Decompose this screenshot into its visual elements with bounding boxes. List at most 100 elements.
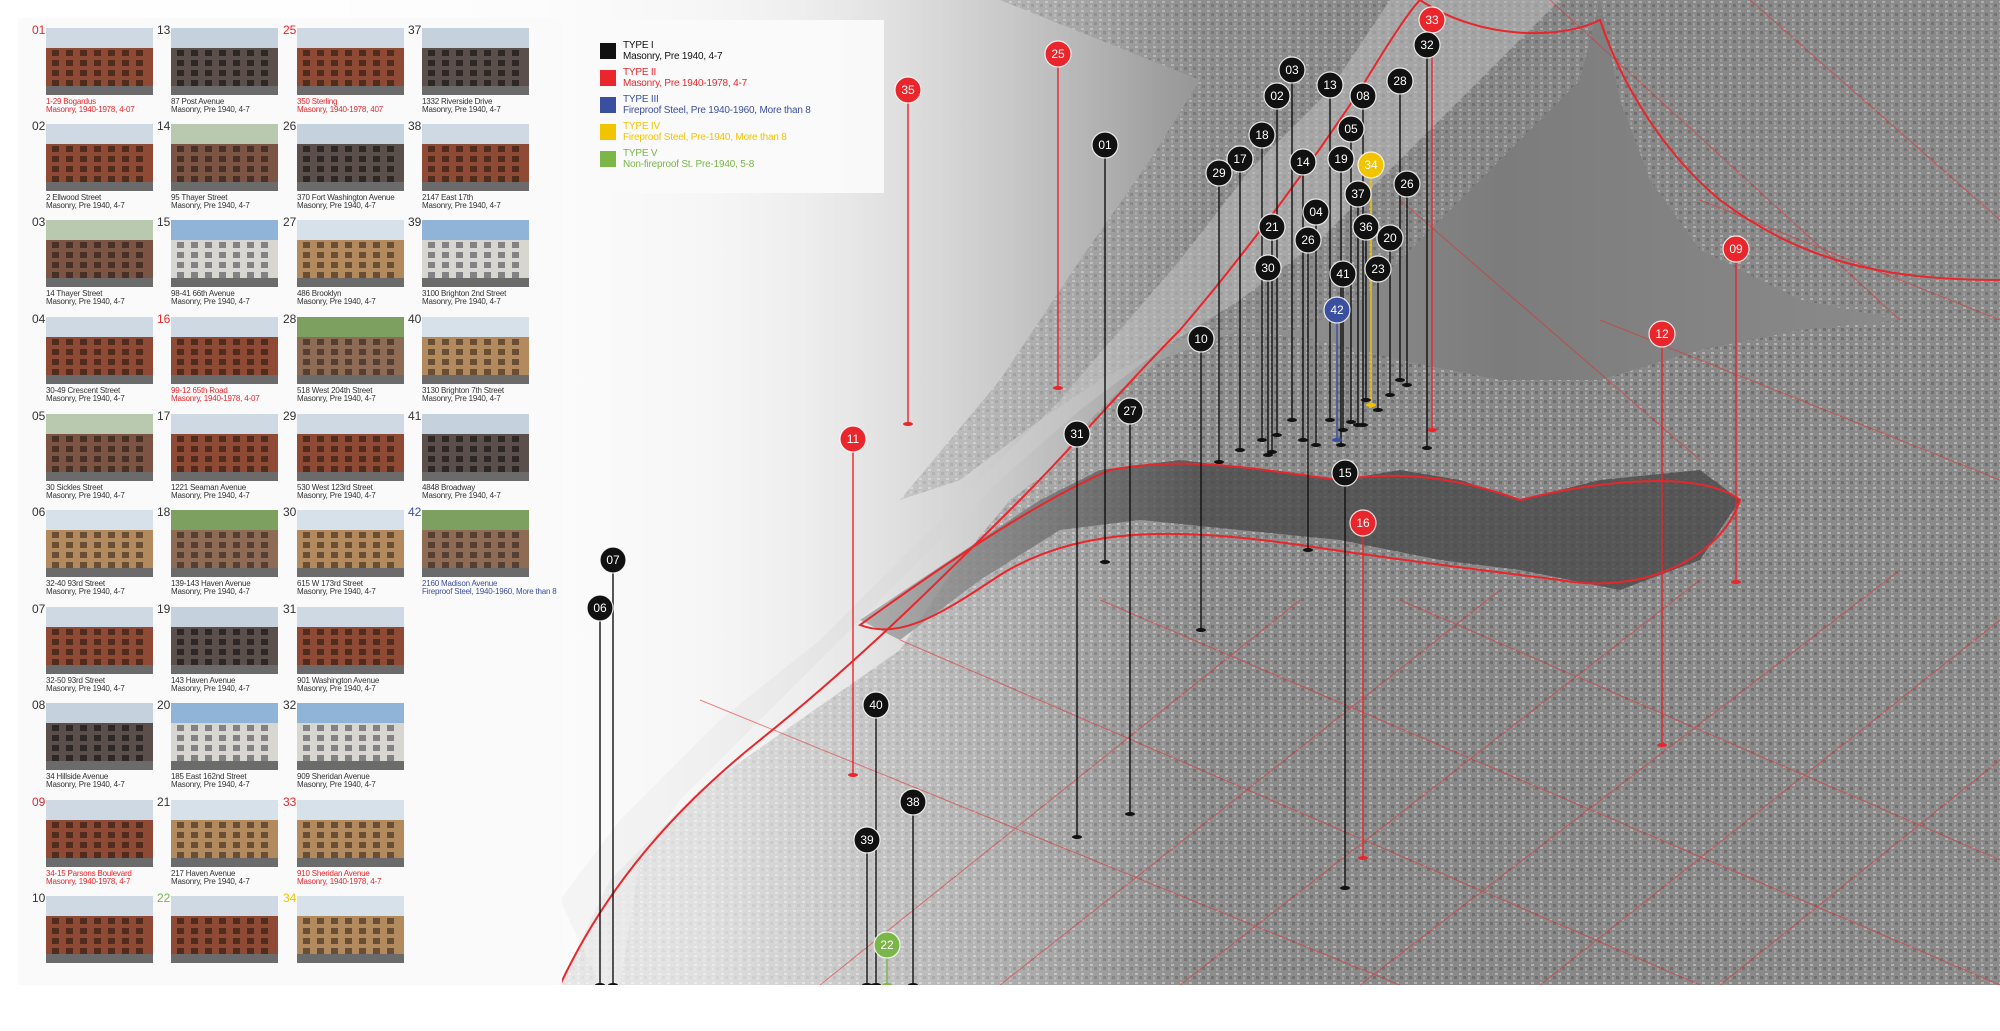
map-pin[interactable]: 09 xyxy=(1722,235,1750,584)
map-pin[interactable]: 16 xyxy=(1349,509,1377,860)
map-pin[interactable]: 23 xyxy=(1364,255,1392,412)
map-pin-marker[interactable] xyxy=(1393,170,1421,198)
map-pin-marker[interactable] xyxy=(1254,254,1282,282)
map-pin-marker[interactable] xyxy=(873,931,901,959)
map-pin-marker[interactable] xyxy=(899,788,927,816)
map-pin[interactable]: 15 xyxy=(1331,459,1359,890)
map-pin[interactable]: 31 xyxy=(1063,420,1091,839)
map-pin-marker[interactable] xyxy=(853,826,881,854)
map-pin-marker[interactable] xyxy=(599,546,627,574)
map-pin-marker[interactable] xyxy=(862,691,890,719)
catalog-entry[interactable]: 34 xyxy=(283,892,407,988)
map-pin-marker[interactable] xyxy=(1063,420,1091,448)
map-pin-marker[interactable] xyxy=(586,594,614,622)
map-pin[interactable]: 32 xyxy=(1413,31,1441,450)
map-pin[interactable]: 11 xyxy=(839,425,867,777)
map-pin[interactable]: 06 xyxy=(586,594,614,985)
map-pin[interactable]: 26 xyxy=(1294,226,1322,552)
map-pin-marker[interactable] xyxy=(1116,397,1144,425)
map-pin[interactable]: 36 xyxy=(1352,213,1380,402)
map-pin-marker[interactable] xyxy=(1329,260,1357,288)
map-pin-marker[interactable] xyxy=(1294,226,1322,254)
map-pin-marker[interactable] xyxy=(894,76,922,104)
map-pin[interactable]: 08 xyxy=(1349,82,1377,427)
map-pin[interactable]: 22 xyxy=(873,931,901,985)
map-pin-marker[interactable] xyxy=(1316,71,1344,99)
map-pin[interactable]: 35 xyxy=(894,76,922,426)
map-pin-marker[interactable] xyxy=(1205,159,1233,187)
map-pin[interactable]: 42 xyxy=(1323,296,1351,442)
map-pin[interactable]: 03 xyxy=(1278,56,1306,422)
map-pin-marker[interactable] xyxy=(1722,235,1750,263)
map-pin-marker[interactable] xyxy=(1289,148,1317,176)
map-pin[interactable]: 18 xyxy=(1248,121,1276,442)
map-pin-marker[interactable] xyxy=(1376,224,1404,252)
map-pin[interactable]: 33 xyxy=(1418,6,1446,432)
map-pin[interactable]: 17 xyxy=(1226,145,1254,452)
map-pin-marker[interactable] xyxy=(1091,131,1119,159)
map-pin-marker[interactable] xyxy=(1258,213,1286,241)
map-pin-marker[interactable] xyxy=(1248,121,1276,149)
map-pin-marker[interactable] xyxy=(1344,180,1372,208)
map-pin-marker[interactable] xyxy=(1648,320,1676,348)
map-pin[interactable]: 01 xyxy=(1091,131,1119,564)
map-pin-marker[interactable] xyxy=(1278,56,1306,84)
map-pin-marker[interactable] xyxy=(1349,509,1377,537)
catalog-entry[interactable]: 22 xyxy=(157,892,281,988)
map-pin-marker[interactable] xyxy=(1364,255,1392,283)
map-pin-marker[interactable] xyxy=(1044,40,1072,68)
map-pin[interactable]: 07 xyxy=(599,546,627,985)
map-pin-marker[interactable] xyxy=(1263,82,1291,110)
map-pin-marker[interactable] xyxy=(1302,198,1330,226)
map-pin[interactable]: 41 xyxy=(1329,260,1357,432)
map-pin-marker[interactable] xyxy=(1386,67,1414,95)
map-pin[interactable]: 34 xyxy=(1357,151,1385,407)
map-pin[interactable]: 29 xyxy=(1205,159,1233,464)
map-pin-marker[interactable] xyxy=(1323,296,1351,324)
map-pin-marker[interactable] xyxy=(1226,145,1254,173)
map-pin[interactable]: 21 xyxy=(1258,213,1286,454)
map-pin[interactable]: 39 xyxy=(853,826,881,985)
map-pin[interactable]: 27 xyxy=(1116,397,1144,816)
map-pin[interactable]: 38 xyxy=(899,788,927,985)
map-pin[interactable]: 37 xyxy=(1344,180,1372,427)
map-pin-marker[interactable] xyxy=(1352,213,1380,241)
map-pin[interactable]: 25 xyxy=(1044,40,1072,390)
map-pin[interactable]: 13 xyxy=(1316,71,1344,422)
map-pin[interactable]: 12 xyxy=(1648,320,1676,747)
map-pin-marker[interactable] xyxy=(1187,325,1215,353)
map-pin-marker[interactable] xyxy=(1327,145,1355,173)
